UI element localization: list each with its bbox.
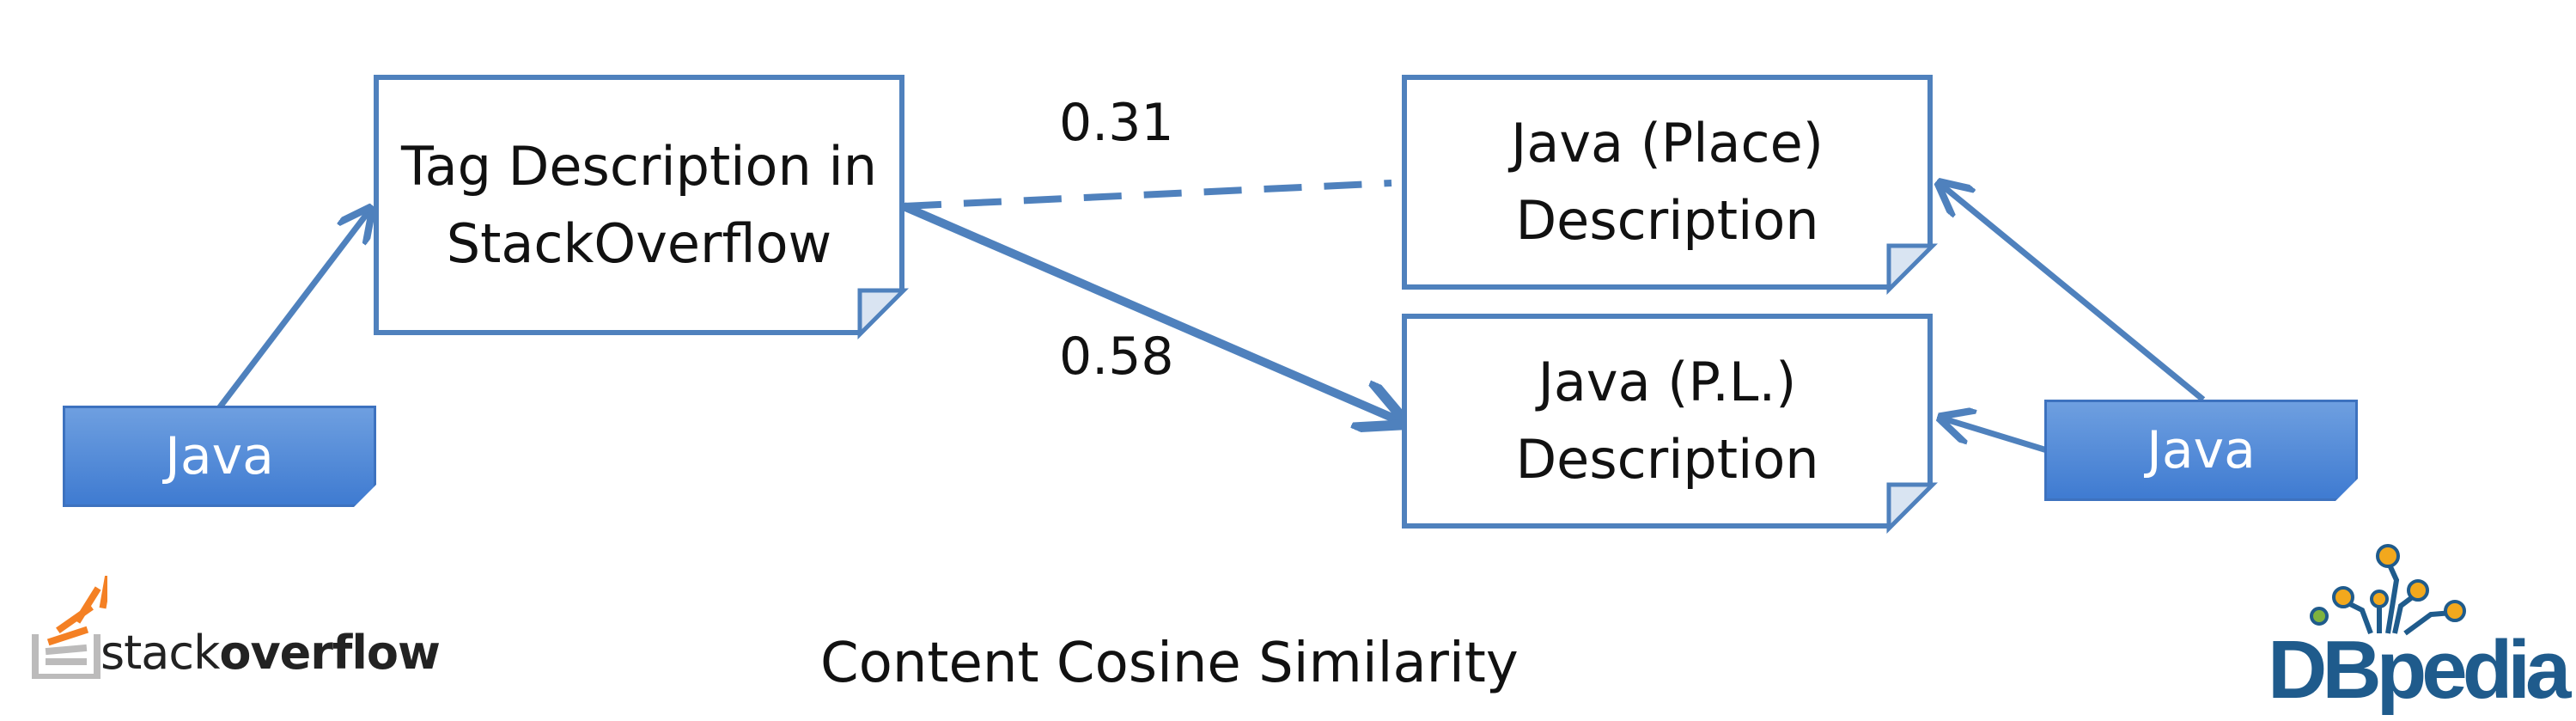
place-description-box: Java (Place) Description [1402, 75, 1933, 290]
arrow-java-to-tag [216, 211, 369, 411]
java-chip-right: Java [2044, 400, 2358, 501]
pl-description-fold [1886, 482, 1938, 534]
tag-description-fold [857, 288, 909, 339]
arrow-java-to-place [1941, 185, 2206, 402]
pl-description-box: Java (P.L.) Description [1402, 314, 1933, 529]
dbpedia-tree-icon [2310, 544, 2466, 636]
stackoverflow-logo: stackoverflow [30, 576, 441, 696]
stackoverflow-wordmark-light: stack [100, 626, 220, 680]
place-description-fold [1886, 243, 1938, 295]
place-similarity-score: 0.31 [1059, 93, 1174, 153]
diagram-caption: Content Cosine Similarity [820, 632, 1519, 695]
tag-description-label: Tag Description in StackOverflow [400, 134, 877, 275]
java-chip-left-label: Java [165, 426, 274, 486]
pl-similarity-score: 0.58 [1059, 327, 1174, 387]
stackoverflow-wordmark-bold: overflow [219, 626, 441, 680]
stackoverflow-stack-icon [32, 576, 107, 679]
dbpedia-logo: DBpedia [2268, 537, 2571, 718]
dbpedia-wordmark: DBpedia [2268, 624, 2571, 716]
java-chip-left: Java [63, 406, 376, 507]
dashed-edge-place [903, 180, 1392, 210]
arrow-edge-pl [902, 202, 1400, 421]
pl-description-label: Java (P.L.) Description [1515, 351, 1819, 491]
place-description-label: Java (Place) Description [1511, 112, 1824, 252]
tag-description-box: Tag Description in StackOverflow [374, 75, 904, 335]
java-chip-right-label: Java [2147, 420, 2256, 480]
